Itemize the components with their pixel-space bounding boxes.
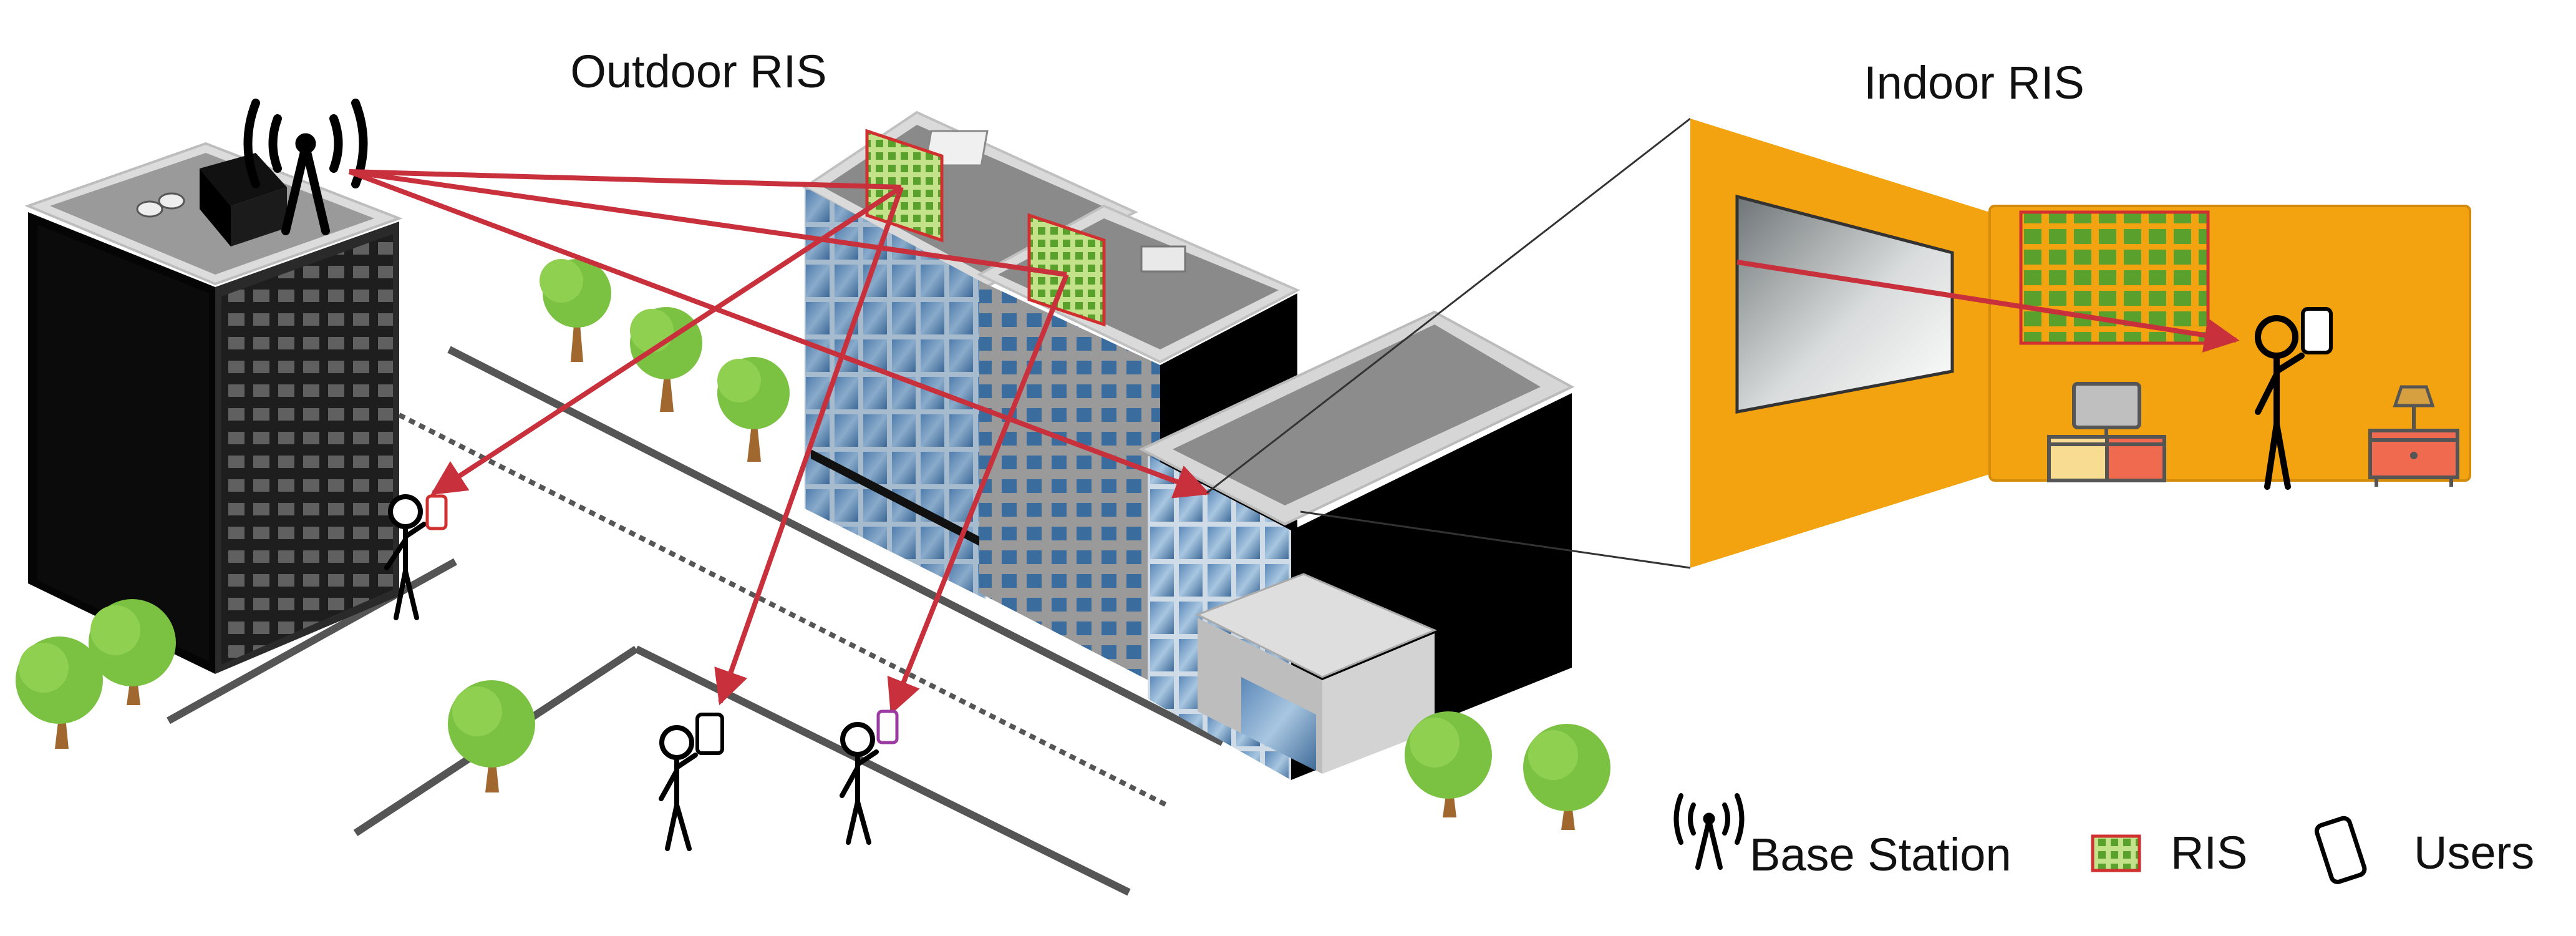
- phone-icon: [695, 713, 724, 755]
- right-building: [1138, 310, 1575, 780]
- outdoor-ris-label: Outdoor RIS: [570, 46, 826, 97]
- legend-users-label: Users: [2414, 827, 2534, 879]
- legend-base-station-label: Base Station: [1750, 829, 2012, 880]
- user-street-1: [659, 713, 724, 851]
- trees: [16, 259, 1610, 830]
- tree-icon: [540, 259, 611, 362]
- zoom-lines: [1206, 117, 1691, 569]
- tv-icon: [2047, 382, 2166, 482]
- legend-antenna-icon: [1673, 793, 1745, 870]
- indoor-room: [1690, 119, 2471, 568]
- signal-paths: [348, 169, 1211, 715]
- tree-icon: [1405, 711, 1492, 817]
- legend-ris-icon: [2091, 834, 2141, 872]
- lamp-icon: [2368, 385, 2459, 487]
- left-building: [24, 142, 403, 674]
- user-near-tower: [384, 494, 448, 620]
- phone-icon: [876, 709, 899, 744]
- tree-icon: [448, 680, 535, 792]
- legend: Base Station RIS Users: [1673, 793, 2534, 884]
- tree-icon: [89, 599, 176, 705]
- legend-ris-label: RIS: [2171, 827, 2247, 879]
- user-street-2: [840, 709, 899, 845]
- room-window: [1735, 194, 1954, 414]
- tree-icon: [16, 636, 103, 749]
- base-station-antenna-icon: [243, 99, 368, 235]
- legend-phone-icon: [2314, 816, 2367, 884]
- indoor-user: [2255, 307, 2333, 490]
- tree-icon: [717, 357, 790, 462]
- indoor-ris-panel: [2019, 210, 2210, 345]
- phone-icon: [2301, 307, 2333, 354]
- indoor-ris-label: Indoor RIS: [1864, 57, 2085, 109]
- phone-icon: [425, 494, 448, 530]
- tree-icon: [1523, 724, 1610, 830]
